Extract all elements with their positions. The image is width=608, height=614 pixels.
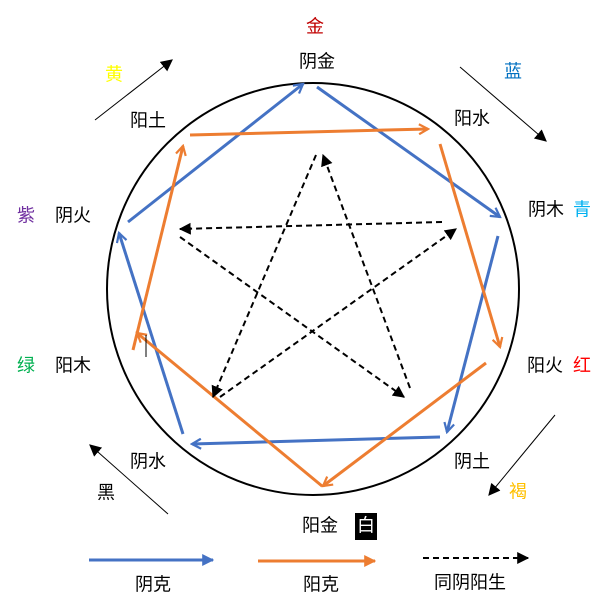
yin-ke-arrow (119, 233, 185, 435)
cycle-circle (106, 82, 520, 496)
sheng-arrow (219, 228, 457, 398)
direction-arrows (89, 59, 556, 515)
yang-ke-arrow (189, 129, 428, 137)
yin-ke-arrow (127, 84, 303, 224)
sheng-arrow (211, 154, 317, 399)
sheng-arrows (178, 153, 457, 399)
sheng-arrow (179, 236, 405, 398)
direction-arrow (89, 444, 169, 515)
yin-ke-arrow (192, 435, 441, 444)
node-yang-jin: 阳金 (302, 516, 338, 537)
color-label-lan: 蓝 (504, 62, 522, 83)
node-yang-mu: 阳木 (55, 356, 91, 377)
node-yang-huo: 阳火 (527, 356, 563, 377)
color-label-zi: 紫 (17, 206, 35, 227)
node-yin-huo: 阴火 (55, 206, 91, 227)
direction-arrow (459, 66, 547, 142)
direction-arrow (488, 414, 556, 496)
yang-ke-arrow (438, 143, 500, 347)
node-yin-jin: 阴金 (299, 52, 335, 73)
color-label-huang: 黄 (105, 65, 123, 86)
color-label-bai: 白 (357, 516, 375, 537)
legend-yin-ke-label: 阴克 (135, 575, 171, 596)
yin-ke-arrow (316, 85, 500, 217)
color-label-lv: 绿 (17, 356, 35, 377)
legend-yang-ke-label: 阳克 (303, 575, 339, 596)
yang-ke-arrow (131, 146, 183, 351)
yang-ke-arrow (137, 333, 323, 488)
color-label-qing: 青 (573, 200, 591, 221)
node-yang-tu: 阳土 (130, 111, 166, 132)
yang-ke-arrows (131, 129, 500, 488)
yin-ke-arrow (447, 235, 500, 432)
bai-background (355, 513, 377, 540)
color-label-hong: 红 (573, 356, 591, 377)
legend-sheng-label: 同阴阳生 (434, 573, 506, 594)
direction-arrow (94, 59, 173, 121)
color-label-hei: 黑 (97, 483, 115, 504)
yang-ke-arrow (323, 361, 487, 486)
node-yin-shui: 阴水 (130, 452, 166, 473)
node-yang-shui: 阳水 (454, 109, 490, 130)
color-label-he: 褐 (509, 482, 527, 503)
sheng-arrow (321, 153, 411, 389)
top-label-jin: 金 (306, 17, 324, 38)
yin-ke-arrows (119, 84, 500, 444)
node-yin-mu: 阴木 (528, 200, 564, 221)
sheng-arrow (178, 221, 443, 235)
node-yin-tu: 阴土 (454, 452, 490, 473)
legend: 阴克 阳克 同阴阳生 (89, 552, 530, 596)
